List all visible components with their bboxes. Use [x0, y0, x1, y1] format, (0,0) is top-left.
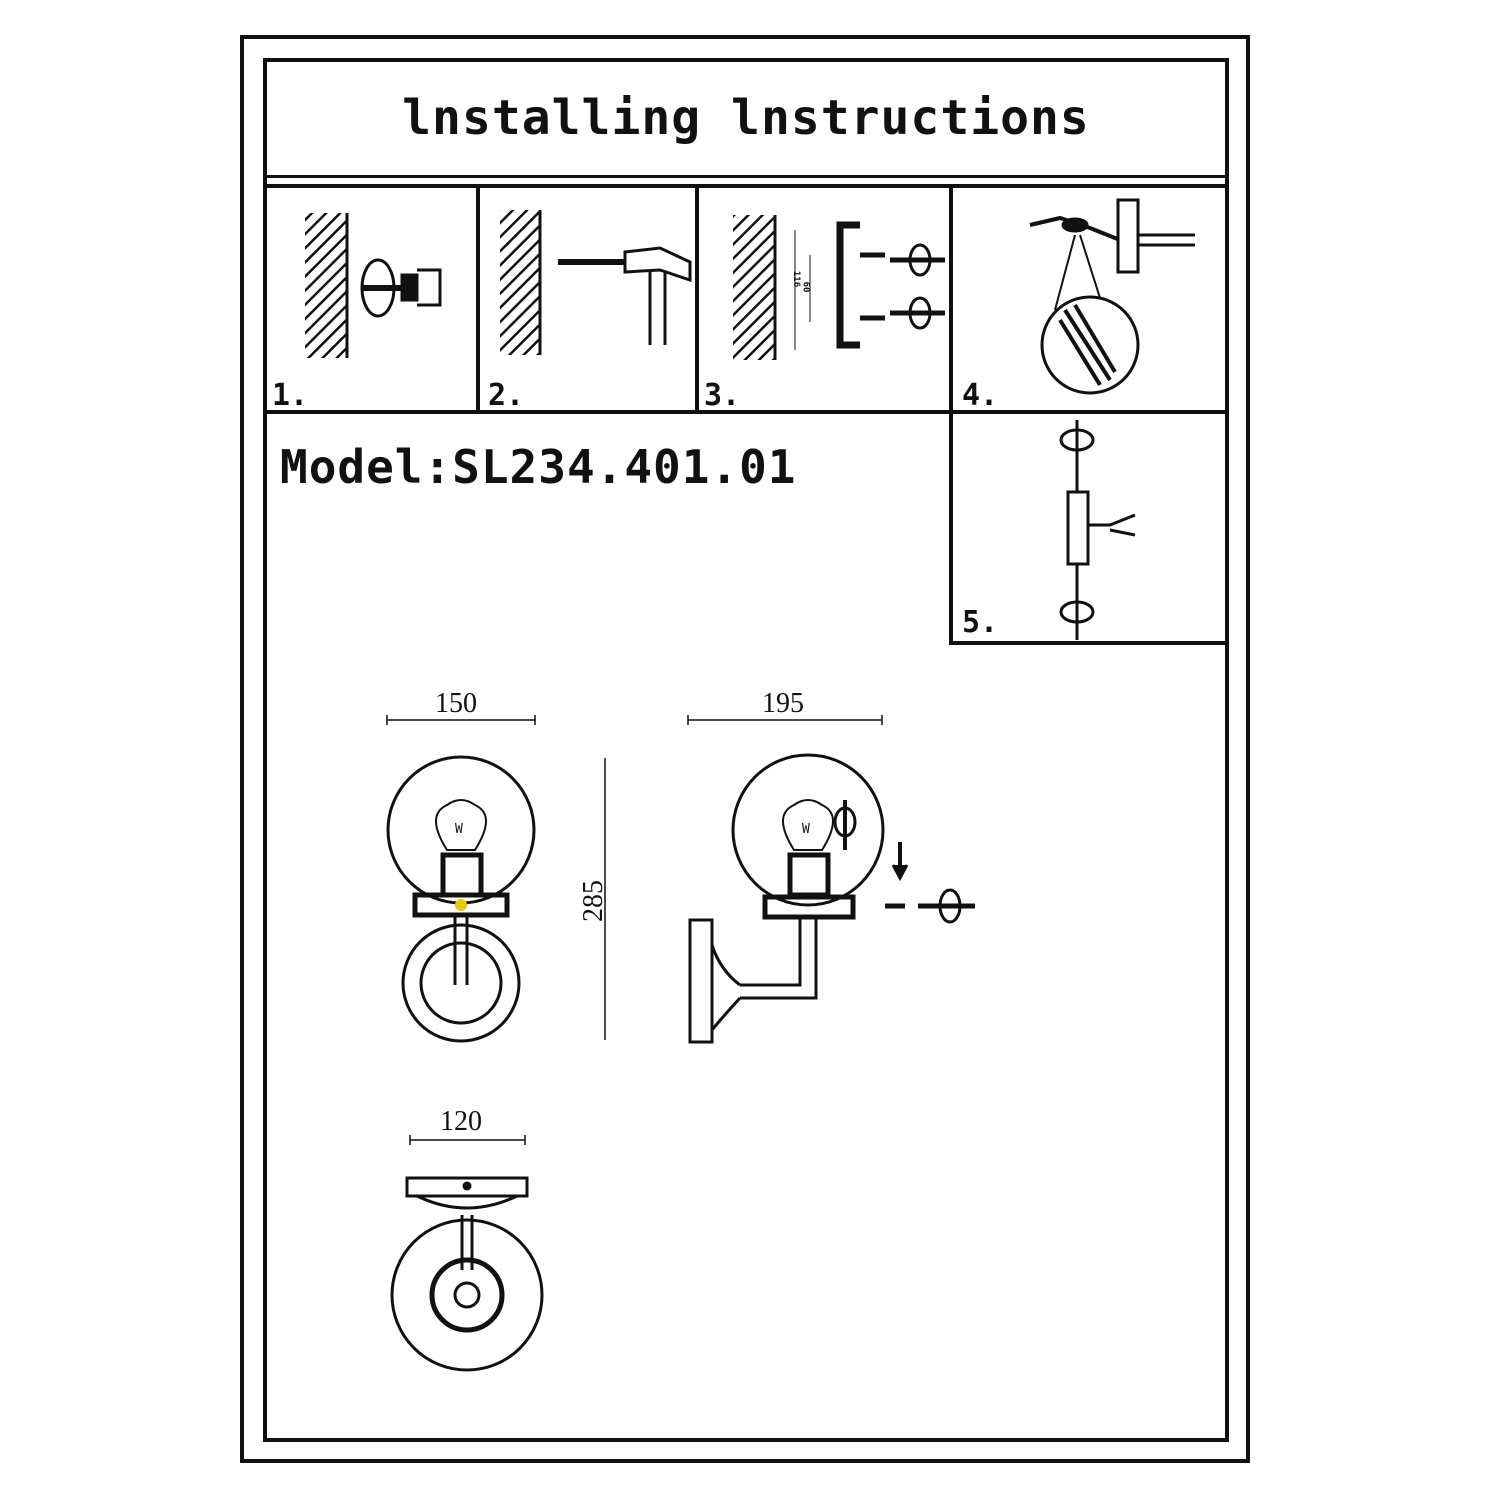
step-4-number: 4. — [962, 378, 999, 413]
outer-border — [240, 35, 1250, 1463]
side-width-label: 195 — [762, 688, 804, 719]
bottom-view-lamp — [390, 1176, 544, 1372]
step-1-drill-icon — [360, 258, 442, 318]
inner-border — [263, 58, 1229, 1442]
front-width-label: 150 — [435, 688, 477, 719]
step-1-number: 1. — [272, 378, 309, 413]
step-2-wall-icon — [500, 210, 542, 355]
model-label: Model: — [280, 440, 453, 494]
bulb-label-front: W — [455, 822, 463, 837]
step-1-wall-icon — [305, 213, 349, 358]
bulb-label-side: W — [802, 822, 810, 837]
step-3-bracket-icon — [836, 221, 945, 349]
divider — [949, 186, 953, 645]
step-2-hammer-icon — [558, 246, 692, 345]
step-5-mount-icon — [1059, 420, 1136, 640]
dimension-lines — [386, 715, 883, 1145]
step-2-number: 2. — [488, 378, 525, 413]
divider — [949, 641, 1229, 645]
step-3-number: 3. — [704, 378, 741, 413]
side-view-lamp — [688, 753, 975, 1044]
bottom-width-label: 120 — [440, 1106, 482, 1137]
step-3-wall-icon — [733, 215, 811, 360]
divider — [263, 410, 1229, 414]
page-title: lnstalling lnstructions — [402, 90, 1090, 146]
front-view-lamp — [386, 755, 536, 1043]
divider — [476, 186, 480, 412]
model-value: SL234.401.01 — [452, 440, 797, 494]
divider — [263, 184, 1229, 188]
divider — [263, 175, 1229, 178]
step-4-wiring-icon — [1029, 198, 1195, 395]
divider — [695, 186, 699, 412]
step-5-number: 5. — [962, 605, 999, 640]
model-number: Model:SL234.401.01 — [280, 440, 797, 494]
